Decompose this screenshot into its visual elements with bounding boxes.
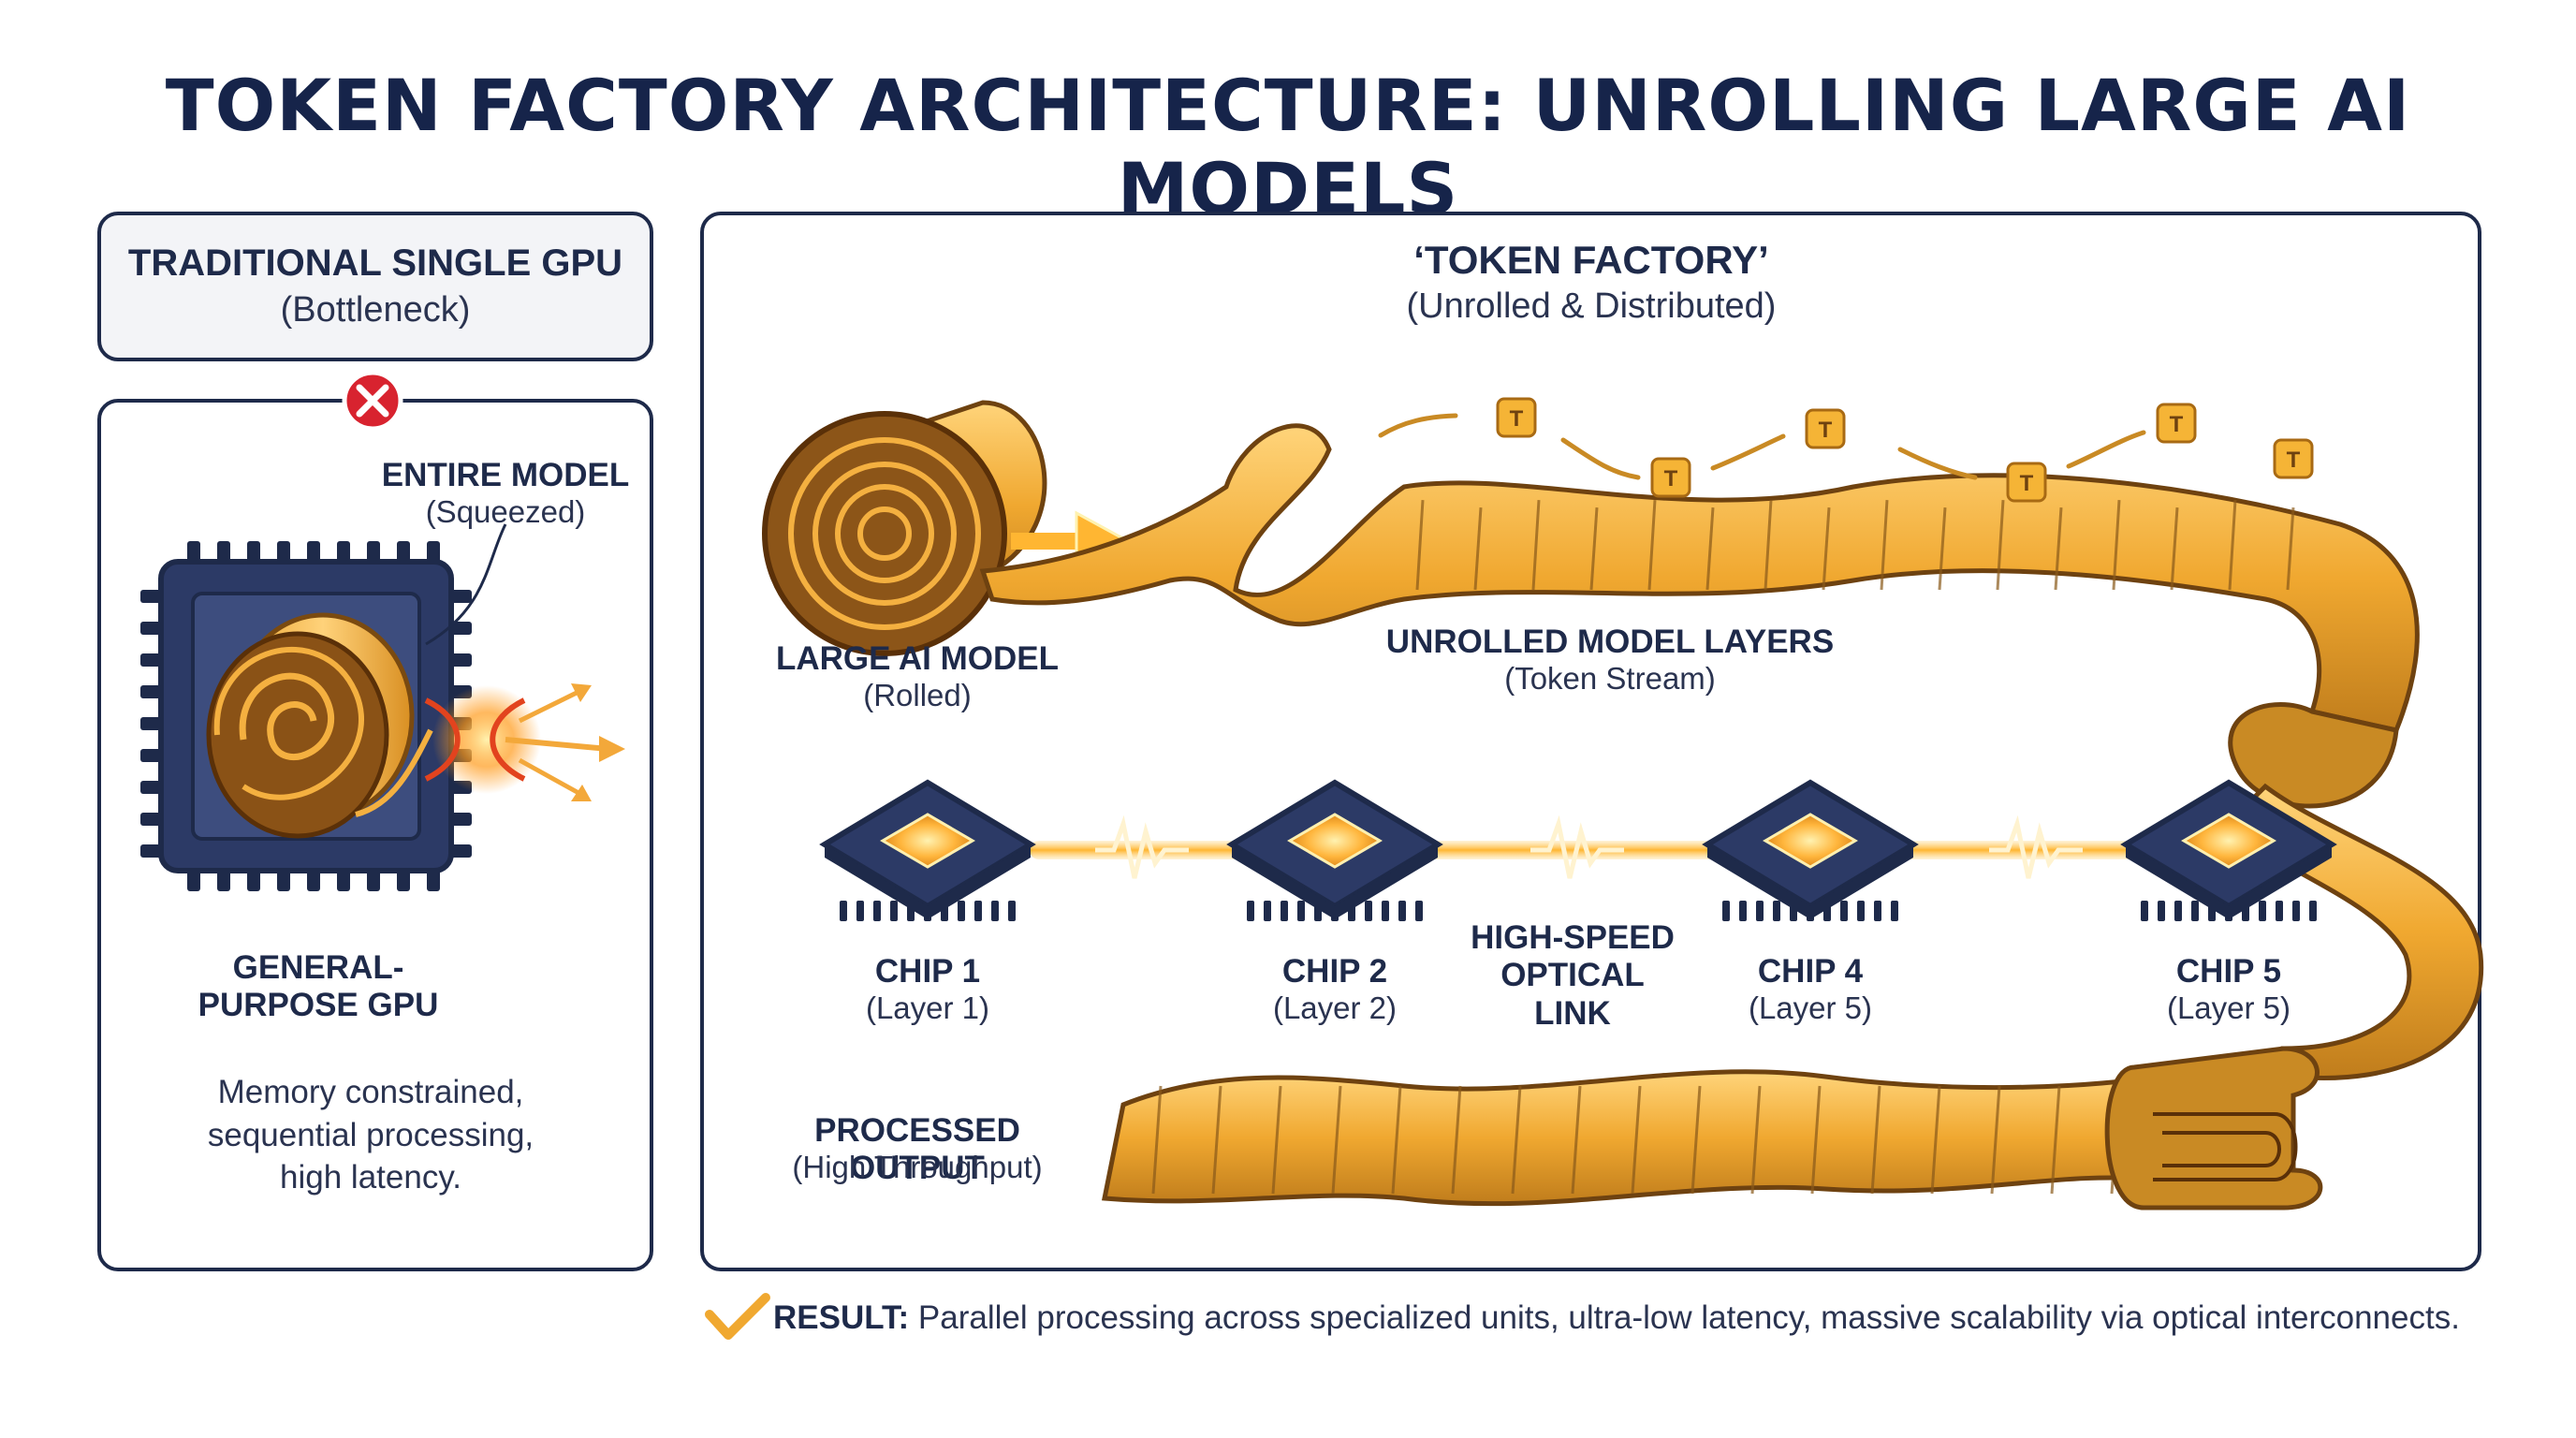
- optical-link-lines: [1030, 814, 2144, 879]
- traditional-gpu-header-box: [97, 212, 653, 361]
- result-text: Parallel processing across specialized u…: [917, 1299, 2460, 1336]
- arrow-icon: [1560, 437, 1641, 480]
- chip-name: CHIP 4: [1757, 953, 1864, 990]
- left-header-subtitle: (Bottleneck): [280, 290, 471, 330]
- token-letter: T: [1510, 406, 1524, 432]
- arrow-icon: [2066, 430, 2146, 469]
- token-icon: T: [1650, 457, 1691, 498]
- chip-label-3: CHIP 4 (Layer 5): [1719, 953, 1902, 1026]
- squeezed-model-roll-icon: [206, 612, 433, 839]
- chip-icon: [819, 779, 1036, 921]
- result-line: RESULT: Parallel processing across speci…: [773, 1299, 2552, 1337]
- processed-output-label: PROCESSED OUTPUT: [814, 1112, 1020, 1187]
- token-icon: T: [1496, 397, 1537, 438]
- token-letter: T: [1664, 466, 1678, 492]
- entire-model-subtitle: (Squeezed): [425, 494, 586, 529]
- chip-name: CHIP 5: [2175, 953, 2282, 990]
- token-factory-title: ‘TOKEN FACTORY’: [1413, 238, 1769, 282]
- signal-wave-icon: [1095, 814, 1189, 879]
- token-icon: T: [1805, 408, 1846, 449]
- processed-output-subtitle: (High Throughput): [792, 1150, 1043, 1184]
- token-icon: T: [2273, 438, 2314, 479]
- chip-name: CHIP 2: [1281, 953, 1388, 990]
- token-icon: T: [2006, 462, 2047, 503]
- chip-label-2: CHIP 2 (Layer 2): [1243, 953, 1427, 1026]
- chip-label-4: CHIP 5 (Layer 5): [2137, 953, 2320, 1026]
- entire-model-label: ENTIRE MODEL: [381, 457, 630, 493]
- arrow-icon: [1710, 433, 1786, 471]
- rolled-model-icon: [762, 400, 1047, 656]
- unrolled-layers-label: UNROLLED MODEL LAYERS: [1385, 624, 1835, 660]
- gpu-description: Memory constrained, sequential processin…: [207, 1074, 534, 1196]
- chip-layer: (Layer 5): [2166, 990, 2291, 1026]
- output-ribbon: [1101, 1046, 2323, 1211]
- token-letter: T: [2287, 448, 2301, 473]
- large-model-subtitle: (Rolled): [863, 678, 972, 712]
- arrow-icon: [1897, 447, 1978, 480]
- gpu-label: GENERAL-PURPOSE GPU: [198, 949, 439, 1024]
- bottleneck-flare-icon: [424, 683, 625, 801]
- left-header-title: TRADITIONAL SINGLE GPU: [127, 242, 623, 284]
- chip-layer: (Layer 2): [1272, 990, 1398, 1026]
- token-factory-subtitle: (Unrolled & Distributed): [1406, 286, 1777, 326]
- signal-wave-icon: [1989, 814, 2083, 879]
- arrow-icon: [1378, 413, 1458, 438]
- chip-icon: [1702, 779, 1919, 921]
- signal-wave-icon: [1530, 814, 1624, 879]
- model-pointer-line: [425, 523, 507, 646]
- optical-link-label: HIGH-SPEED OPTICAL LINK: [1471, 919, 1675, 1032]
- chip-layer: (Layer 5): [1748, 990, 1873, 1026]
- token-icon: T: [2156, 403, 2197, 444]
- chip-icon: [1226, 779, 1443, 921]
- unrolled-layers-subtitle: (Token Stream): [1504, 661, 1716, 696]
- chip-icon: [2120, 779, 2337, 921]
- chip-layer: (Layer 1): [865, 990, 990, 1026]
- chip-label-1: CHIP 1 (Layer 1): [836, 953, 1019, 1026]
- token-letter: T: [1819, 418, 1833, 443]
- page-title: TOKEN FACTORY ARCHITECTURE: UNROLLING LA…: [165, 64, 2411, 230]
- token-letter: T: [2020, 471, 2034, 496]
- large-model-label: LARGE AI MODEL: [775, 640, 1060, 677]
- checkmark-icon: [705, 1293, 770, 1340]
- token-letter: T: [2170, 412, 2184, 437]
- x-circle-icon: [342, 370, 403, 432]
- chip-name: CHIP 1: [874, 953, 981, 990]
- result-label: RESULT:: [773, 1299, 910, 1336]
